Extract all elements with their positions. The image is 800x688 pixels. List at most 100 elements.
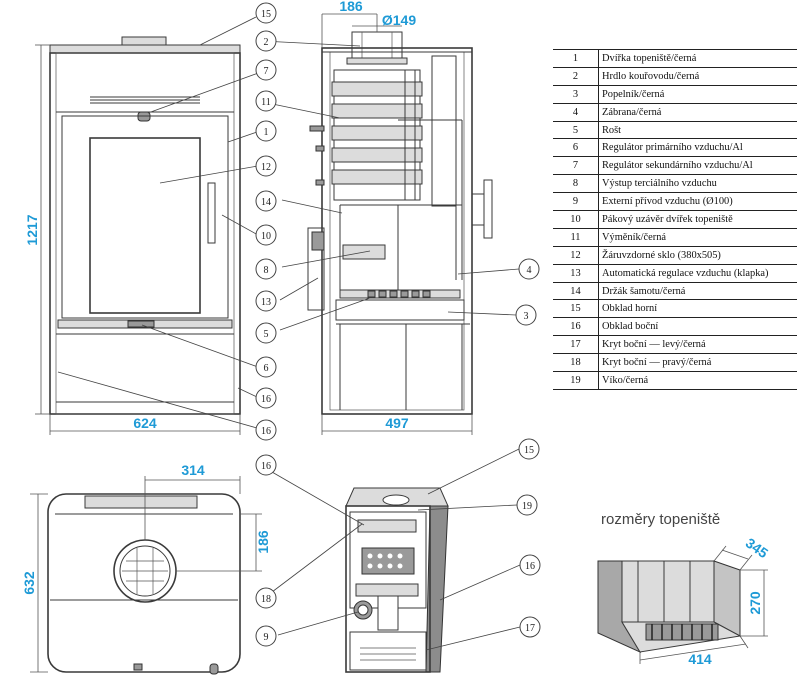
svg-text:16: 16: [261, 426, 271, 437]
legend-label: Žáruvzdorné sklo (380x505): [598, 246, 797, 265]
legend-label: Rošt: [598, 121, 797, 140]
callout-16-b: 16: [255, 419, 277, 441]
callout-9: 9: [255, 625, 277, 647]
callout-6: 6: [255, 356, 277, 378]
callout-1: 1: [255, 120, 277, 142]
firebox-caption: rozměry topeniště: [601, 511, 720, 528]
svg-text:17: 17: [525, 623, 535, 634]
legend-label: Regulátor primárního vzduchu/Al: [598, 138, 797, 158]
svg-text:16: 16: [261, 394, 271, 405]
legend-number: 9: [553, 192, 599, 212]
legend-label: Hrdlo kouřovodu/černá: [598, 67, 797, 86]
firebox-3d: rozměry topeniště 414 345: [597, 511, 771, 667]
svg-text:16: 16: [525, 561, 535, 572]
top-flue-inner: [119, 545, 171, 597]
top-depth-label: 632: [21, 571, 37, 595]
legend-number: 6: [553, 138, 599, 158]
firebox-width-label: 414: [688, 651, 712, 667]
front-width-dimension: 624: [49, 414, 241, 435]
legend-number: 2: [553, 67, 599, 86]
front-height-dimension: 1217: [24, 44, 50, 415]
legend-label: Držák šamotu/černá: [598, 282, 797, 301]
top-view: 632 314 186: [21, 462, 271, 675]
legend-number: 11: [553, 228, 599, 247]
legend-number: 15: [553, 299, 599, 319]
legend-label: Výstup terciálního vzduchu: [598, 174, 797, 194]
callout-15-b: 15: [518, 438, 540, 460]
front-height-label: 1217: [24, 214, 40, 245]
svg-text:15: 15: [261, 9, 271, 20]
svg-text:6: 6: [264, 363, 269, 374]
rear-vents: [367, 553, 403, 569]
grate-slots: [367, 290, 431, 298]
callout-10: 10: [255, 224, 277, 246]
rear-lower-grille: [360, 647, 416, 661]
legend-number: 8: [553, 174, 599, 194]
firebox-height-dimension: 270: [740, 569, 768, 637]
svg-text:16: 16: [261, 461, 271, 472]
flue-offset-dimension: 186: [321, 0, 378, 48]
side-door-handle: [483, 179, 493, 239]
top-offset-x-dimension: 314: [144, 462, 241, 540]
legend-label: Popelník/černá: [598, 85, 797, 104]
legend-label: Výměník/černá: [598, 228, 797, 247]
top-depth-dimension: 632: [21, 493, 48, 673]
legend-label: Pákový uzávěr dvířek topeniště: [598, 210, 797, 229]
side-body: [321, 47, 473, 415]
callout-5: 5: [255, 322, 277, 344]
front-width-label: 624: [133, 415, 157, 431]
rear-side-panel: [425, 505, 449, 673]
rear-body: [345, 505, 431, 673]
front-view: 1217 624: [24, 36, 241, 435]
legend-label: Externí přívod vzduchu (Ø100): [598, 192, 797, 212]
svg-text:7: 7: [264, 66, 269, 77]
air-regulator-box: [307, 227, 325, 311]
legend-number: 7: [553, 156, 599, 176]
callout-16-d: 16: [519, 554, 541, 576]
legend-label: Automatická regulace vzduchu (klapka): [598, 264, 797, 283]
svg-text:1: 1: [264, 127, 269, 138]
legend-label: Kryt boční — pravý/černá: [598, 353, 797, 373]
legend-label: Víko/černá: [598, 371, 797, 390]
callout-3: 3: [515, 304, 537, 326]
primary-air-slider: [127, 320, 155, 328]
legend-number: 3: [553, 85, 599, 104]
legend-number: 4: [553, 103, 599, 122]
firebox-width-dimension: 414: [639, 635, 749, 667]
legend-number: 17: [553, 335, 599, 355]
legend-number: 13: [553, 264, 599, 283]
callout-19: 19: [516, 494, 538, 516]
svg-text:4: 4: [527, 265, 532, 276]
side-width-label: 497: [385, 415, 409, 431]
glass-panel: [89, 137, 201, 314]
flue-diameter-label: Ø149: [382, 12, 416, 28]
callout-11: 11: [255, 90, 277, 112]
secondary-air-grille: [90, 96, 200, 104]
legend-number: 16: [553, 317, 599, 337]
rear-3d-view: [345, 487, 449, 673]
flue-pipe: [351, 31, 403, 63]
top-offset-y-label: 186: [255, 530, 271, 554]
svg-text:18: 18: [261, 594, 271, 605]
heat-exchanger: [331, 69, 423, 201]
legend-number: 12: [553, 246, 599, 265]
callout-14: 14: [255, 190, 277, 212]
callout-15-a: 15: [255, 2, 277, 24]
svg-text:14: 14: [261, 197, 271, 208]
firebox-depth-label: 345: [743, 535, 771, 562]
